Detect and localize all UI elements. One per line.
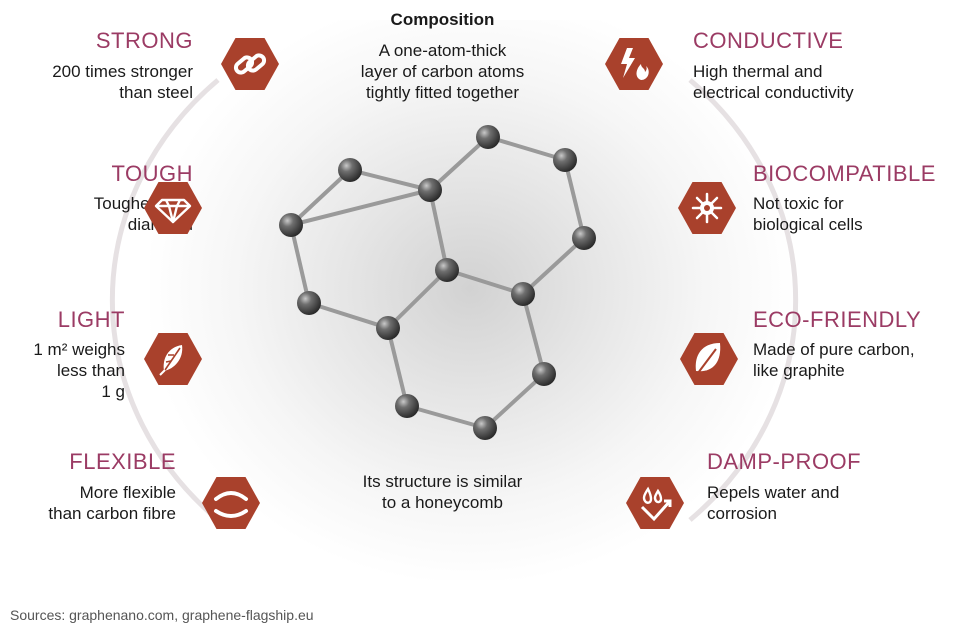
lightning-flame-icon <box>605 38 663 90</box>
carbon-bond <box>521 236 586 296</box>
carbon-bond <box>483 372 546 430</box>
conductive-description: High thermal and electrical conductivity <box>693 62 854 102</box>
structure-note: Its structure is similar to a honeycomb <box>362 472 523 512</box>
carbon-bond <box>289 188 432 227</box>
carbon-atom <box>435 258 459 282</box>
carbon-atom <box>572 226 596 250</box>
strong-description: 200 times stronger than steel <box>52 62 193 102</box>
carbon-atom <box>376 316 400 340</box>
carbon-bond <box>445 268 525 296</box>
diamond-icon <box>144 182 202 234</box>
carbon-bond <box>386 268 449 330</box>
carbon-atom <box>553 148 577 172</box>
carbon-bond <box>486 135 567 162</box>
tough-title: TOUGH <box>111 161 193 186</box>
carbon-atom <box>418 178 442 202</box>
carbon-atom <box>473 416 497 440</box>
damp-proof-description: Repels water and corrosion <box>707 483 840 523</box>
composition-title: Composition <box>390 10 495 29</box>
carbon-atom <box>511 282 535 306</box>
flexible-title: FLEXIBLE <box>69 449 176 474</box>
cell-icon <box>678 182 736 234</box>
background-glow <box>150 20 790 580</box>
carbon-atom <box>532 362 556 386</box>
eco-friendly-title: ECO-FRIENDLY <box>753 307 922 332</box>
strong-title: STRONG <box>95 28 193 53</box>
carbon-bond <box>428 188 449 272</box>
carbon-bond <box>289 223 311 305</box>
damp-proof-title: DAMP-PROOF <box>707 449 862 474</box>
conductive-title: CONDUCTIVE <box>693 28 844 53</box>
eco-friendly-description: Made of pure carbon, like graphite <box>753 340 915 380</box>
carbon-bond <box>521 292 546 376</box>
carbon-bond <box>563 158 586 240</box>
carbon-atom <box>395 394 419 418</box>
carbon-atom <box>476 125 500 149</box>
biocompatible-description: Not toxic for biological cells <box>753 194 863 234</box>
light-title: LIGHT <box>57 307 125 332</box>
carbon-atom <box>279 213 303 237</box>
sources-note: Sources: graphenano.com, graphene-flagsh… <box>10 607 314 623</box>
carbon-bond <box>405 404 487 430</box>
carbon-bond <box>289 168 352 227</box>
carbon-atom <box>297 291 321 315</box>
carbon-bond <box>348 168 432 192</box>
carbon-bond <box>428 135 490 192</box>
carbon-bond <box>386 326 409 408</box>
carbon-bond <box>307 301 390 330</box>
flexible-description: More flexible than carbon fibre <box>48 483 176 523</box>
composition-description: A one-atom-thick layer of carbon atoms t… <box>360 41 525 102</box>
light-description: 1 m² weighs less than 1 g <box>33 340 125 401</box>
biocompatible-title: BIOCOMPATIBLE <box>753 161 936 186</box>
leaf-icon <box>680 333 738 385</box>
carbon-atom <box>338 158 362 182</box>
droplets-icon <box>626 477 684 529</box>
